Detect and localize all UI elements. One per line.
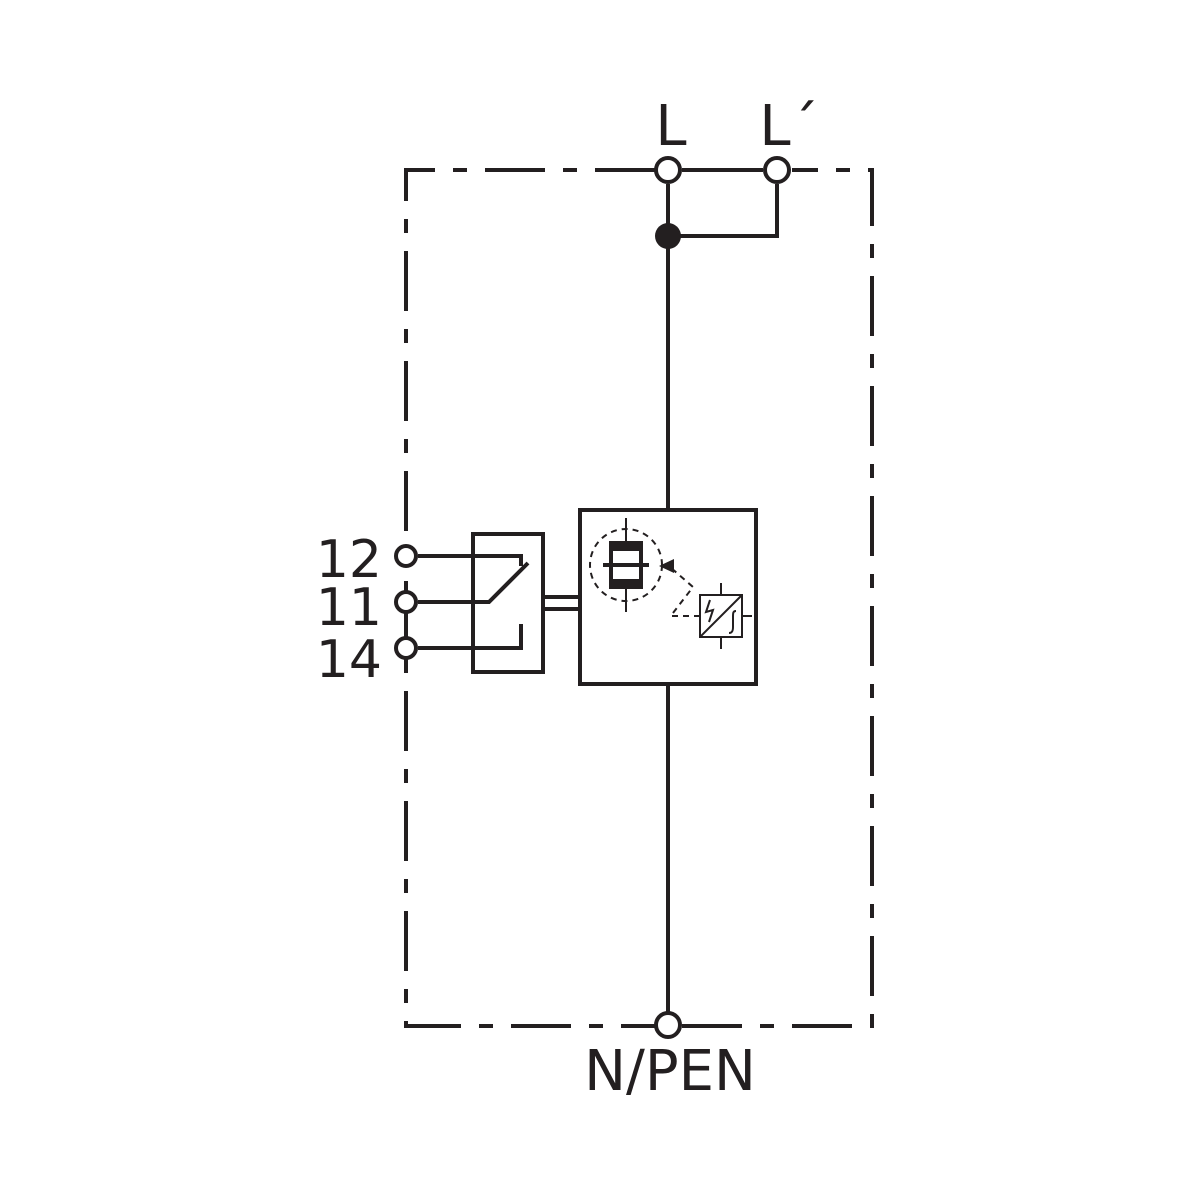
label-n-pen: N/PEN [584, 1039, 756, 1104]
integral-icon [728, 610, 737, 634]
label-11: 11 [316, 578, 382, 638]
terminal-l-prime [763, 156, 791, 184]
label-14: 14 [316, 630, 382, 690]
label-12: 12 [316, 530, 382, 590]
label-l-prime: L´ [759, 94, 818, 159]
terminal-l [654, 156, 682, 184]
terminal-n-pen [654, 1011, 682, 1039]
arrow-head-icon [659, 559, 674, 573]
lightning-icon [704, 599, 715, 623]
signal-contact [418, 532, 580, 674]
terminal-11 [394, 590, 418, 614]
terminal-12 [394, 544, 418, 568]
junction-dot [655, 223, 681, 249]
label-l: L [655, 94, 686, 159]
protection-module [578, 508, 758, 686]
terminal-14 [394, 636, 418, 660]
